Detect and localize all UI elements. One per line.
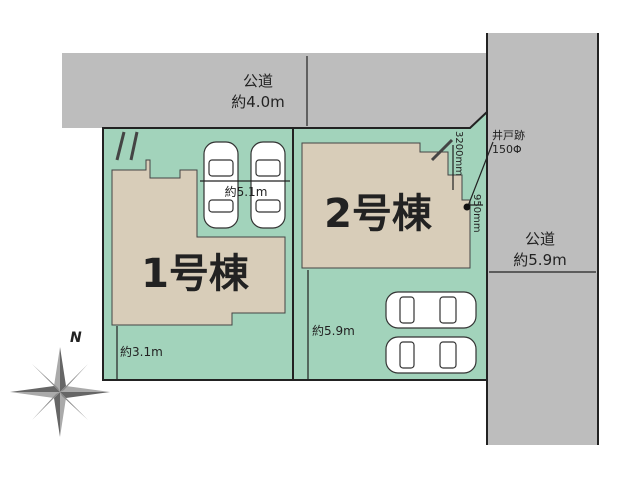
dimension-lines	[116, 56, 596, 379]
lot2-setback-label: 約5.9m	[312, 323, 355, 338]
building-2	[301, 142, 471, 269]
building-2-label: 2号棟	[324, 191, 433, 237]
right-road-name: 公道	[525, 230, 555, 248]
right-road-width: 約5.9m	[513, 251, 566, 269]
compass-icon	[10, 347, 110, 437]
bicycle-icon	[115, 131, 454, 162]
top-road-name: 公道	[243, 72, 273, 90]
well-marker	[463, 203, 471, 211]
well-size: 150Φ	[492, 143, 522, 156]
building-1-label: 1号棟	[141, 251, 250, 297]
top-road-width: 約4.0m	[231, 93, 284, 111]
car-icon	[203, 141, 239, 229]
car-icon	[385, 336, 477, 374]
top-road	[62, 53, 487, 128]
building-1	[111, 159, 286, 326]
corner-length-label: 3200mm	[453, 131, 464, 176]
car-icon	[250, 141, 286, 229]
car-icon	[385, 291, 477, 329]
right-road	[487, 33, 598, 445]
compass-north-label: N	[70, 330, 82, 346]
lot1-setback-label: 約3.1m	[120, 344, 163, 359]
corner-offset-label: 950mm	[471, 194, 482, 233]
well-label: 井戸跡	[492, 128, 525, 142]
parking-width-label: 約5.1m	[225, 184, 268, 199]
